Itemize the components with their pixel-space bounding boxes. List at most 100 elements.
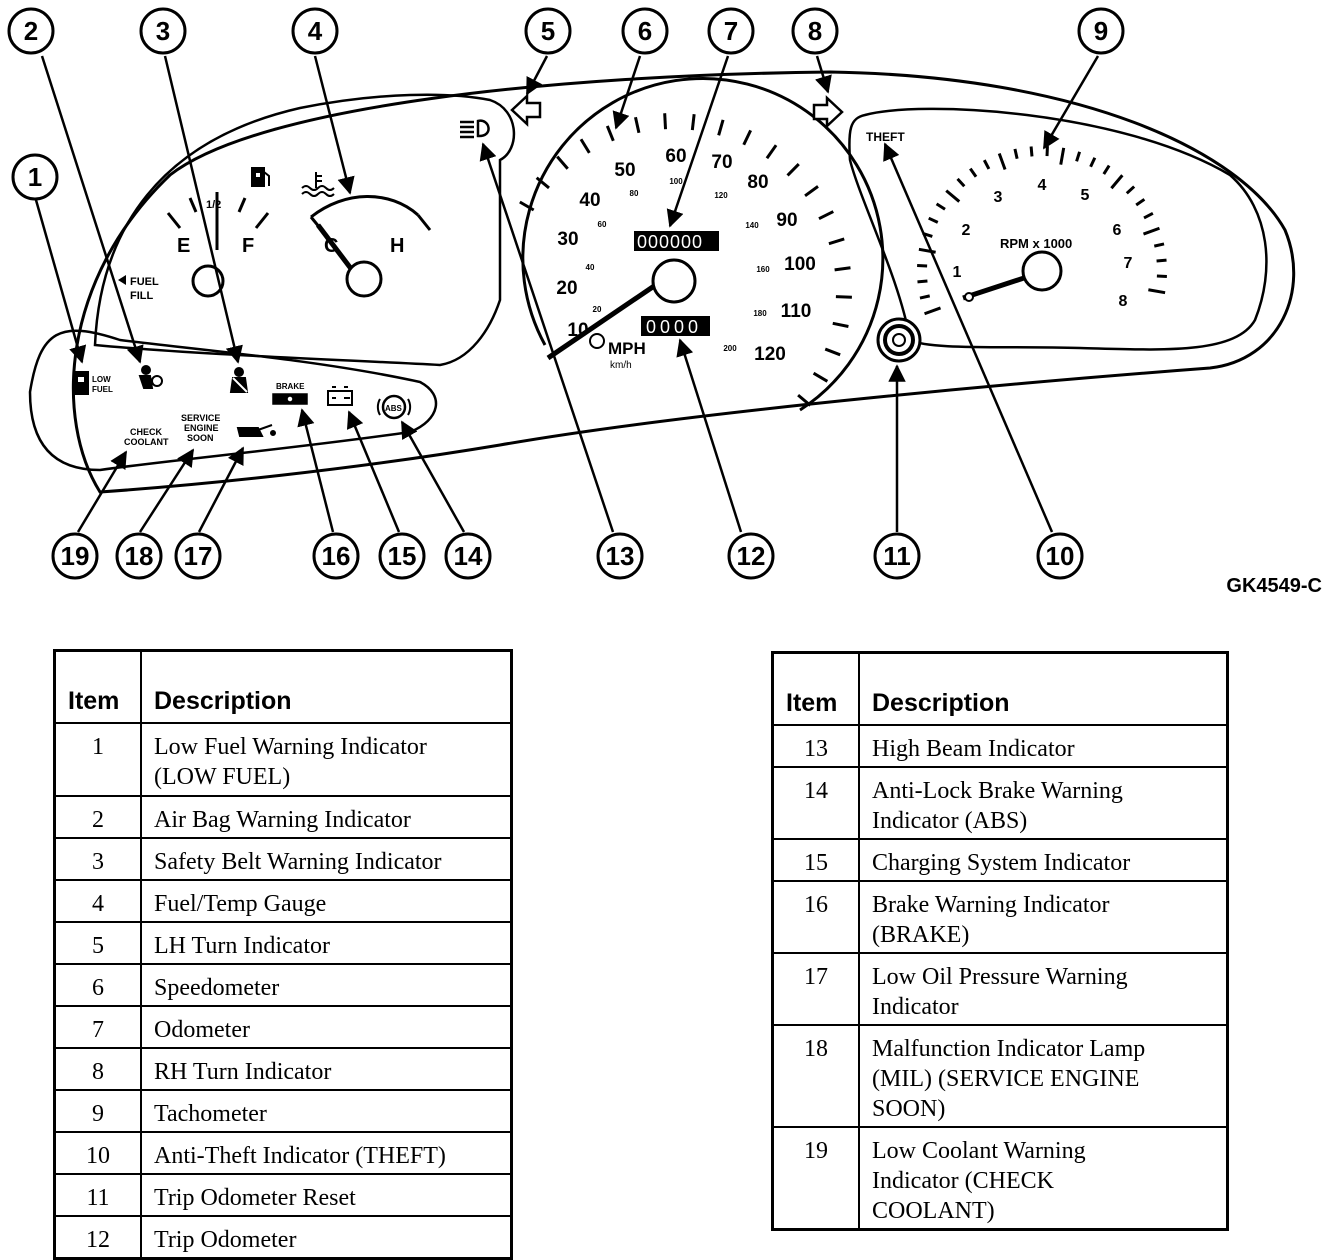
mph-tick-label: 40 [579, 190, 600, 211]
speedometer-tick [814, 373, 828, 381]
trip-reset-button[interactable] [878, 319, 920, 361]
speedometer-hub [653, 260, 695, 302]
item-description: Malfunction Indicator Lamp(MIL) (SERVICE… [859, 1025, 1228, 1127]
speedometer-tick [557, 157, 567, 169]
callout-1: 1 [13, 155, 57, 199]
speedometer-tick [825, 349, 840, 355]
kmh-tick-label: 160 [756, 265, 770, 274]
callout-17: 17 [176, 534, 220, 578]
item-number: 16 [773, 881, 860, 953]
description-line: Safety Belt Warning Indicator [154, 847, 500, 877]
callout-number: 3 [156, 16, 170, 46]
callout-15: 15 [380, 534, 424, 578]
tachometer-tick [920, 296, 930, 298]
tachometer-tick [917, 281, 927, 282]
callout-10: 10 [1038, 534, 1082, 578]
kmh-tick-label: 180 [753, 309, 767, 318]
callout-12: 12 [729, 534, 773, 578]
kmh-tick-label: 100 [669, 177, 683, 186]
callout-number: 10 [1046, 541, 1075, 571]
speedometer-tick [819, 212, 833, 219]
tachometer-tick [946, 191, 959, 202]
tachometer-tick [1154, 244, 1164, 246]
callout-7: 7 [709, 9, 753, 53]
tachometer-tick [929, 218, 938, 222]
tach-tick-label: 2 [962, 222, 971, 239]
header-description: Description [859, 653, 1228, 726]
callout-number: 8 [808, 16, 822, 46]
item-description: High Beam Indicator [859, 725, 1228, 767]
fuel-pump-icon [252, 168, 269, 186]
callout-number: 5 [541, 16, 555, 46]
description-line: Trip Odometer [154, 1225, 500, 1255]
item-number: 9 [55, 1090, 142, 1132]
fuel-fill-label-1: FUEL [130, 276, 159, 288]
theft-label: THEFT [866, 130, 905, 144]
callout-number: 15 [388, 541, 417, 571]
speed-unit-label: MPH [608, 339, 646, 358]
fuel-fill-label-2: FILL [130, 290, 153, 302]
speed-unit-metric-label: km/h [610, 360, 632, 371]
description-line: Malfunction Indicator Lamp [872, 1034, 1216, 1064]
speedometer-tick [805, 186, 818, 195]
item-number: 12 [55, 1216, 142, 1259]
low-fuel-icon [74, 372, 88, 394]
kmh-tick-label: 140 [745, 221, 759, 230]
item-description: Tachometer [141, 1090, 512, 1132]
check-coolant-label-2: COOLANT [124, 437, 169, 447]
mph-tick-label: 30 [557, 229, 578, 250]
item-number: 11 [55, 1174, 142, 1216]
description-line: Low Fuel Warning Indicator [154, 732, 500, 762]
mph-tick-label: 100 [784, 254, 816, 275]
header-item: Item [773, 653, 860, 726]
description-line: Anti-Theft Indicator (THEFT) [154, 1141, 500, 1171]
tachometer-tick [984, 160, 989, 169]
service-engine-label-3: SOON [187, 433, 214, 443]
callout-number: 16 [322, 541, 351, 571]
item-number: 18 [773, 1025, 860, 1127]
speedometer-tick [665, 113, 666, 129]
tach-tick-label: 6 [1113, 222, 1122, 239]
oil-can-icon [238, 425, 275, 436]
tachometer-tick [1015, 149, 1017, 159]
item-description: Odometer [141, 1006, 512, 1048]
mph-tick-label: 50 [614, 160, 635, 181]
description-line: LH Turn Indicator [154, 931, 500, 961]
item-number: 15 [773, 839, 860, 881]
service-engine-label-2: ENGINE [184, 423, 219, 433]
kmh-tick-label: 80 [630, 189, 639, 198]
tachometer-tick [1031, 146, 1032, 156]
callout-number: 6 [638, 16, 652, 46]
tachometer-tick [1143, 228, 1159, 234]
item-number: 1 [55, 723, 142, 796]
speedometer-tick [767, 145, 776, 158]
low-fuel-label-2: FUEL [92, 385, 113, 394]
coolant-temp-icon [302, 172, 334, 196]
callout-9: 9 [1079, 9, 1123, 53]
seat-belt-icon [231, 368, 247, 392]
speedometer-tick [836, 297, 852, 298]
tachometer-tick [925, 308, 941, 314]
item-description: Air Bag Warning Indicator [141, 796, 512, 838]
mph-tick-label: 110 [781, 301, 812, 322]
tachometer-tick [937, 204, 945, 209]
speedometer-tick [692, 114, 694, 130]
item-description: Fuel/Temp Gauge [141, 880, 512, 922]
callout-number: 7 [724, 16, 738, 46]
callout-number: 18 [125, 541, 154, 571]
service-engine-label-1: SERVICE [181, 413, 220, 423]
item-number: 8 [55, 1048, 142, 1090]
